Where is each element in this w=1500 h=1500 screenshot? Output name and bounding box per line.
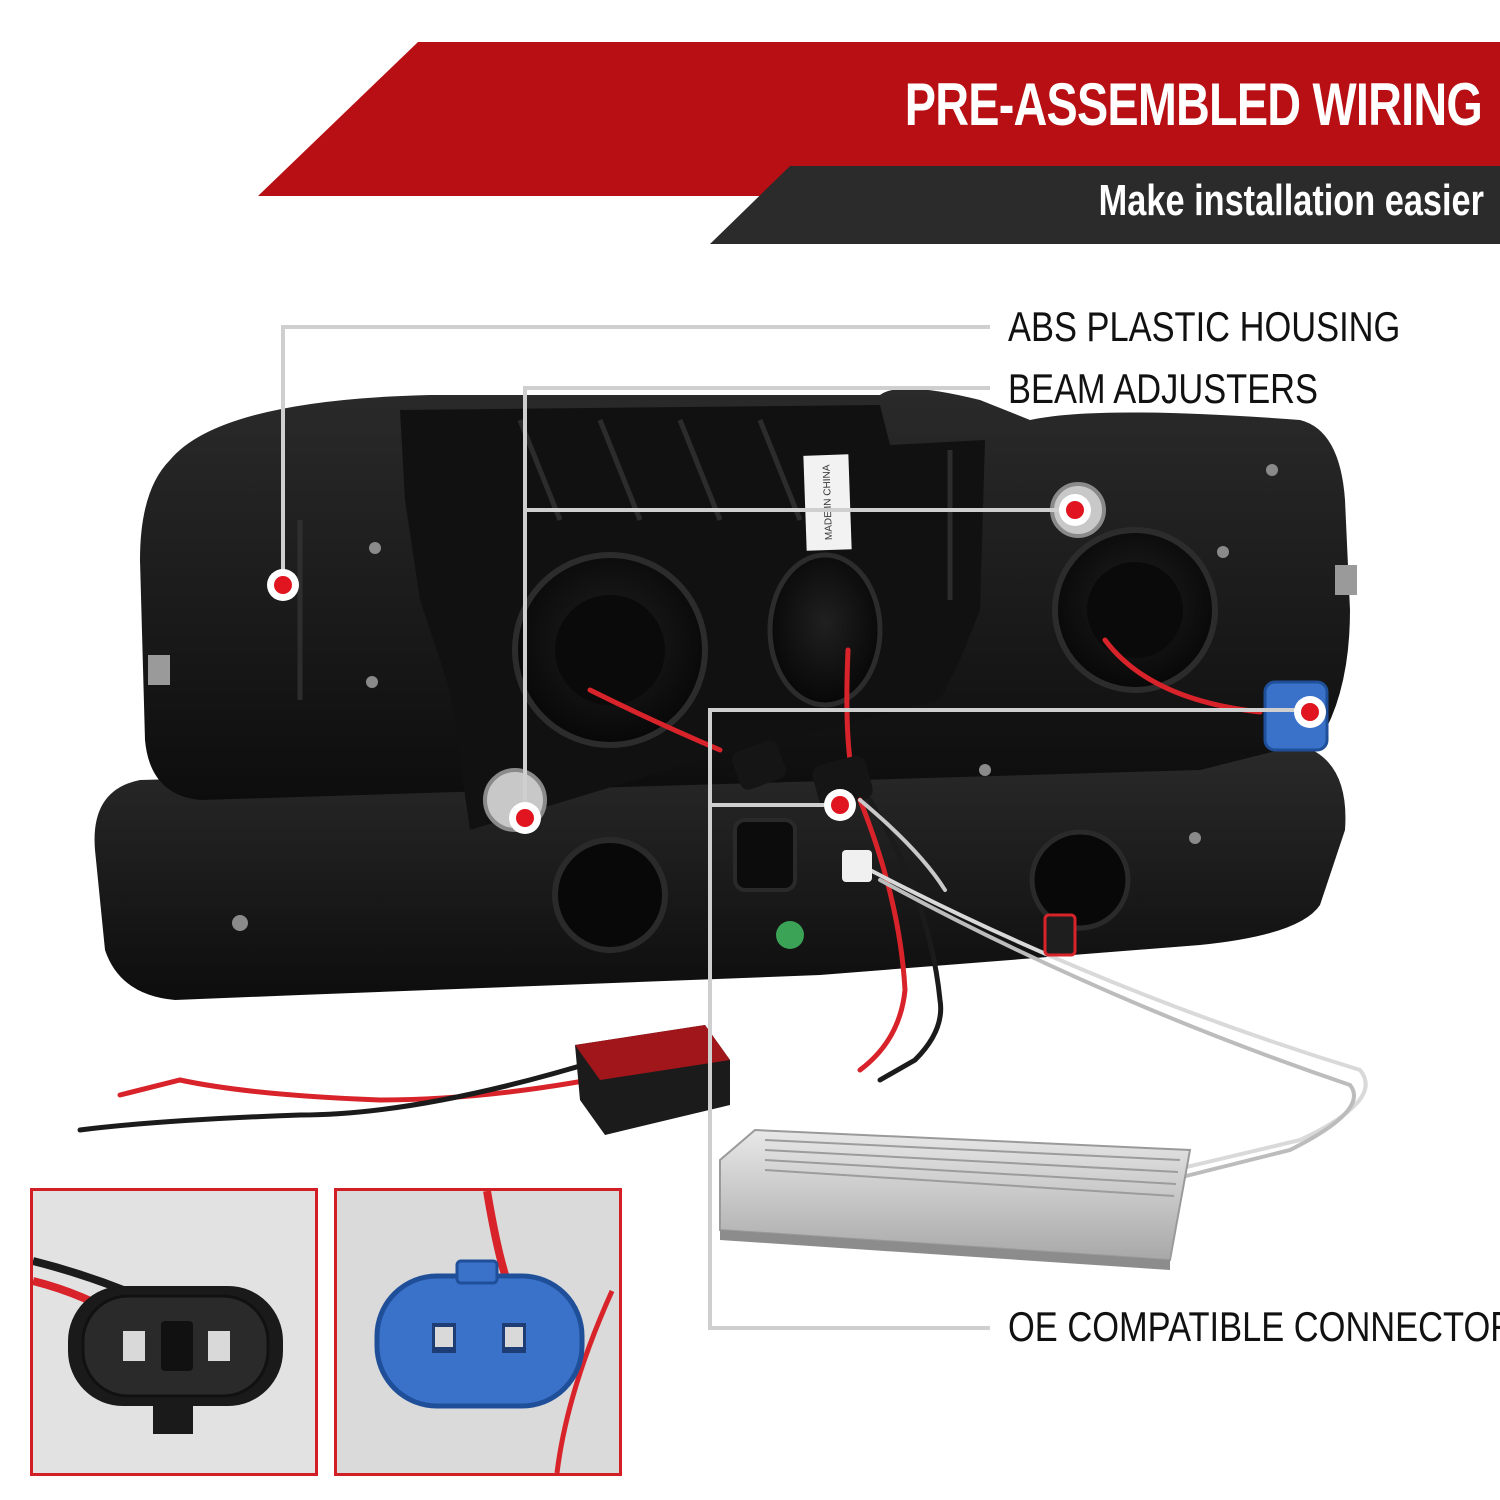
control-module bbox=[575, 1025, 730, 1135]
marker-dots bbox=[267, 494, 1326, 834]
banner-subtitle: Make installation easier bbox=[1098, 176, 1484, 225]
banner-title: PRE-ASSEMBLED WIRING bbox=[904, 71, 1483, 138]
wiring-harness bbox=[77, 637, 1368, 1202]
housing-marker-dot[interactable] bbox=[267, 569, 299, 601]
made-in-china-sticker: MADE IN CHINA bbox=[821, 464, 835, 540]
beam-adjuster-lower-marker-dot[interactable] bbox=[509, 802, 541, 834]
blue-connector-marker-dot[interactable] bbox=[1294, 696, 1326, 728]
banner-red-shape bbox=[258, 42, 1500, 196]
black-connector-photo bbox=[33, 1191, 315, 1473]
inset-blue-connector bbox=[334, 1188, 622, 1476]
beam-adjuster-upper-marker-dot[interactable] bbox=[1059, 494, 1091, 526]
black-connector-marker-dot[interactable] bbox=[824, 789, 856, 821]
callout-beam-adjusters: BEAM ADJUSTERS bbox=[1008, 365, 1319, 412]
callout-oe-compatible-connectors: OE COMPATIBLE CONNECTORS bbox=[1008, 1303, 1500, 1350]
blue-connector-photo bbox=[337, 1191, 619, 1473]
inset-black-connector bbox=[30, 1188, 318, 1476]
callout-abs-plastic-housing: ABS PLASTIC HOUSING bbox=[1008, 303, 1401, 350]
banner-dark-shape bbox=[710, 166, 1500, 244]
callout-leader-lines bbox=[281, 325, 1310, 1330]
load-resistor bbox=[719, 1128, 1192, 1270]
headlight-housing: MADE IN CHINA bbox=[94, 388, 1357, 1000]
